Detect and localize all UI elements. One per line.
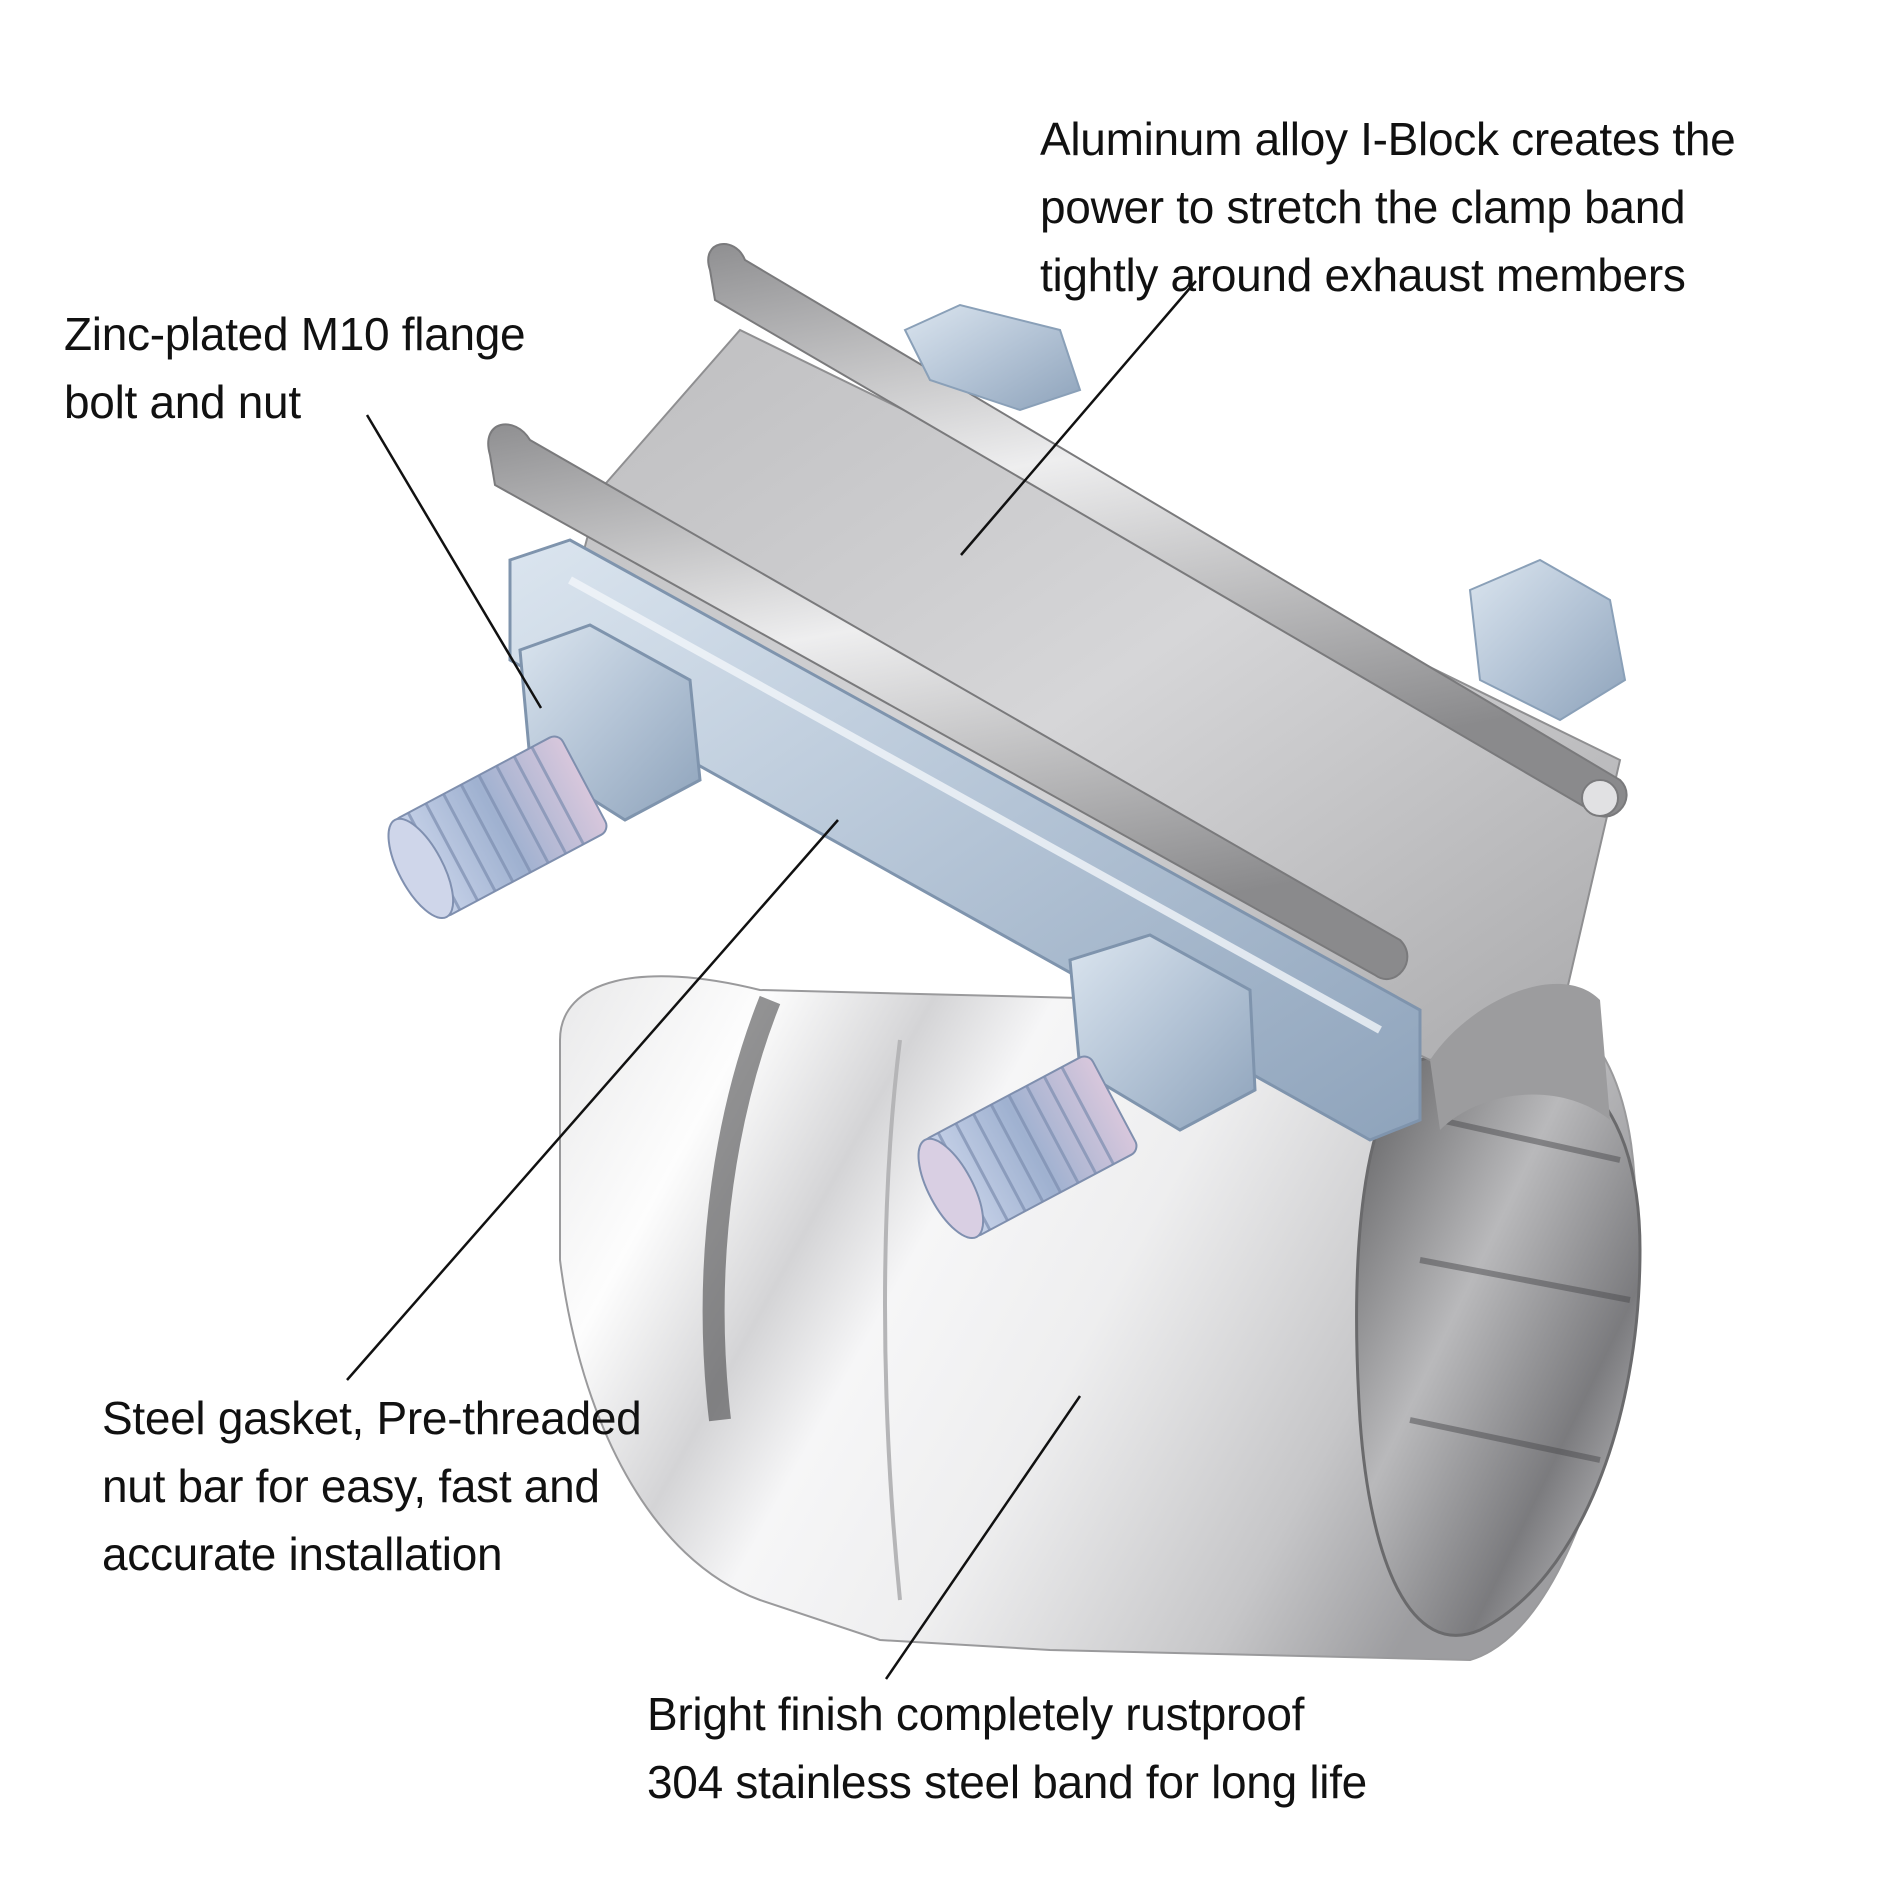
flange-bolt-right [917, 933, 1257, 1240]
leader-line-i-block [960, 280, 1197, 556]
callout-line: Bright finish completely rustproof [647, 1688, 1305, 1740]
stainless-band [559, 975, 1642, 1662]
callout-line: tightly around exhaust members [1040, 249, 1686, 301]
callout-line: bolt and nut [64, 376, 301, 428]
callout-flange-bolt: Zinc-plated M10 flange bolt and nut [64, 300, 526, 436]
aluminum-i-block [487, 243, 1628, 1130]
callout-line: power to stretch the clamp band [1040, 181, 1686, 233]
callout-nut-bar: Steel gasket, Pre-threaded nut bar for e… [102, 1384, 642, 1588]
leader-line-band [884, 1395, 1082, 1680]
flange-bolt-left [387, 623, 702, 920]
callout-i-block: Aluminum alloy I-Block creates the power… [1040, 105, 1736, 309]
callout-line: 304 stainless steel band for long life [647, 1756, 1367, 1808]
leader-line-nut-bar [346, 819, 839, 1381]
callout-line: Aluminum alloy I-Block creates the [1040, 113, 1736, 165]
back-bolt-heads [903, 303, 1627, 722]
callout-line: nut bar for easy, fast and [102, 1460, 600, 1512]
callout-line: accurate installation [102, 1528, 503, 1580]
leader-line-flange-bolt [365, 414, 543, 709]
callout-line: Steel gasket, Pre-threaded [102, 1392, 642, 1444]
callout-band: Bright finish completely rustproof 304 s… [647, 1680, 1367, 1816]
callout-line: Zinc-plated M10 flange [64, 308, 526, 360]
